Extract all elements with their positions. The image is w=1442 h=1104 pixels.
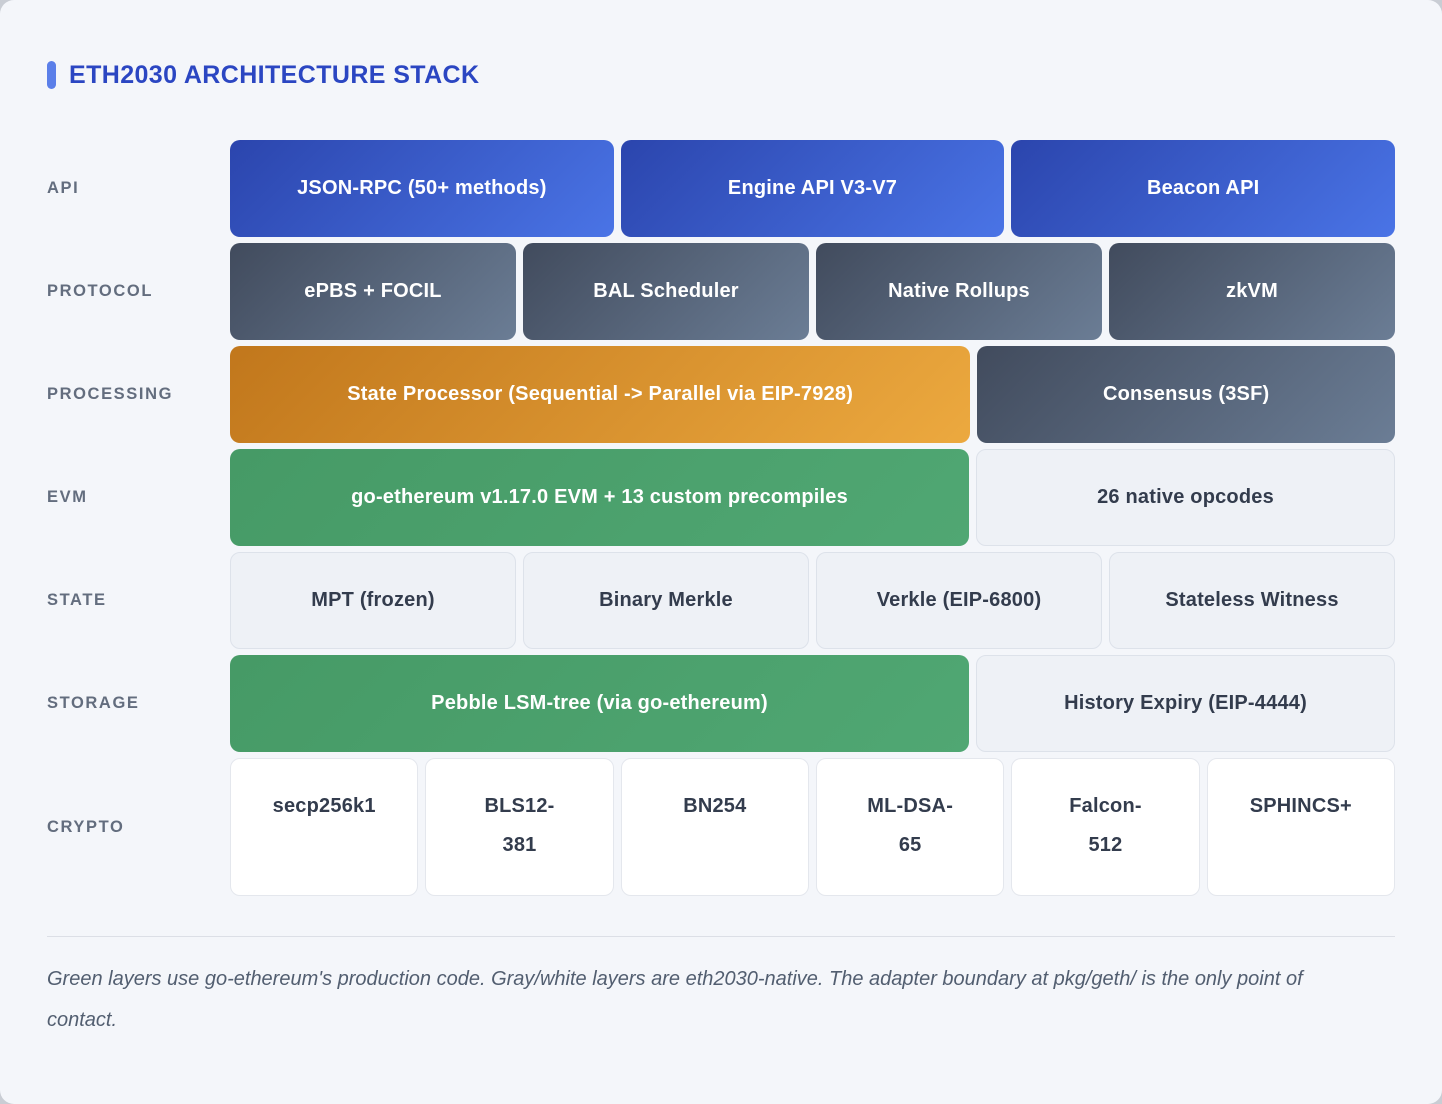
- row-label-processing: PROCESSING: [47, 385, 174, 403]
- stack-box: Falcon-512: [1011, 758, 1200, 896]
- stack-box: Engine API V3-V7: [620, 140, 1005, 237]
- stack-box: Beacon API: [1011, 140, 1396, 237]
- row-label-api: API: [47, 179, 80, 197]
- row-boxes: secp256k1 BLS12-381 BN254 ML-DSA-65 Falcon-5…: [230, 758, 1395, 896]
- stack-box-label: BAL Scheduler: [593, 280, 739, 302]
- row-boxes: JSON-RPC (50+ methods) Engine API V3-V7 Be…: [230, 140, 1396, 237]
- row-boxes: State Processor (Sequential -> Parallel …: [230, 346, 1395, 443]
- stack-box: BLS12-381: [425, 758, 614, 896]
- stack-box: Native Rollups: [816, 243, 1102, 340]
- stack-box-label: zkVM: [1226, 280, 1278, 302]
- footer-divider: [47, 936, 1395, 937]
- stack-box: Consensus (3SF): [977, 346, 1395, 443]
- stack-box-label: Stateless Witness: [1165, 589, 1339, 611]
- stack-box-label: JSON-RPC (50+ methods): [297, 177, 547, 199]
- row-boxes: go-ethereum v1.17.0 EVM + 13 custom prec…: [230, 449, 1395, 546]
- stack-box-label: ePBS + FOCIL: [304, 280, 442, 302]
- stack-box-label: History Expiry (EIP-4444): [1064, 692, 1307, 714]
- stack-row-evm: EVM go-ethereum v1.17.0 EVM + 13 custom p…: [47, 449, 1395, 546]
- stack-box: ePBS + FOCIL: [230, 243, 516, 340]
- stack-box: State Processor (Sequential -> Parallel …: [230, 346, 971, 443]
- stack-box-label: MPT (frozen): [311, 589, 435, 611]
- stack-box-label: Consensus (3SF): [1102, 383, 1270, 405]
- stack-box-label: Beacon API: [1146, 177, 1260, 199]
- stack-box: SPHINCS+: [1206, 758, 1395, 896]
- stack-box: ML-DSA-65: [815, 758, 1005, 896]
- stack-box-label: Engine API V3-V7: [727, 177, 898, 199]
- stack-box-label: Pebble LSM-tree (via go-ethereum): [431, 692, 768, 714]
- stack-box-label: go-ethereum v1.17.0 EVM + 13 custom prec…: [351, 486, 848, 508]
- stack-row-protocol: PROTOCOL ePBS + FOCIL BAL Scheduler Native …: [47, 243, 1395, 340]
- stack-box: Binary Merkle: [523, 552, 809, 649]
- stack-box: History Expiry (EIP-4444): [976, 655, 1395, 752]
- row-label-crypto: CRYPTO: [47, 817, 125, 836]
- row-boxes: ePBS + FOCIL BAL Scheduler Native Rollups z…: [230, 243, 1395, 340]
- page-title: ETH2030 ARCHITECTURE STACK: [69, 60, 480, 89]
- page-header: ETH2030 ARCHITECTURE STACK: [47, 60, 1395, 90]
- stack-box: Pebble LSM-tree (via go-ethereum): [230, 655, 970, 752]
- stack-box: secp256k1: [230, 758, 419, 896]
- stack-box-label: BN254: [683, 795, 747, 817]
- stack-box-label: secp256k1: [272, 795, 376, 817]
- stack-box: Stateless Witness: [1109, 552, 1395, 649]
- stack-box-label: 26 native opcodes: [1097, 486, 1274, 508]
- stack-box: Verkle (EIP-6800): [816, 552, 1102, 649]
- stack-box-label: ML-DSA-65: [867, 795, 954, 856]
- stack-box-label: Falcon-512: [1069, 795, 1142, 856]
- row-label-protocol: PROTOCOL: [47, 282, 153, 300]
- stack-box: 26 native opcodes: [976, 449, 1395, 546]
- row-boxes: MPT (frozen) Binary Merkle Verkle (EIP-680…: [230, 552, 1395, 649]
- row-label-state: STATE: [47, 591, 107, 609]
- footnote-text: Green layers use go-ethereum's productio…: [47, 968, 1303, 1031]
- stack-box-label: Binary Merkle: [599, 589, 733, 611]
- stack-box: JSON-RPC (50+ methods): [230, 140, 614, 237]
- row-label-storage: STORAGE: [47, 694, 140, 712]
- stack-box: BN254: [620, 758, 809, 896]
- stack-row-crypto: CRYPTO secp256k1 BLS12-381 BN254 ML-DSA-65 Fa…: [47, 758, 1395, 896]
- stack-row-processing: PROCESSING State Processor (Sequential ->…: [47, 346, 1395, 443]
- stack-box: MPT (frozen): [230, 552, 516, 649]
- title-accent-bar: [47, 61, 56, 89]
- stack-row-api: API JSON-RPC (50+ methods) Engine API V3-V…: [47, 140, 1396, 237]
- stack-box-label: State Processor (Sequential -> Parallel …: [347, 383, 854, 405]
- stack-box-label: Verkle (EIP-6800): [876, 589, 1042, 611]
- row-boxes: Pebble LSM-tree (via go-ethereum) History…: [230, 655, 1395, 752]
- architecture-stack: API JSON-RPC (50+ methods) Engine API V3-V…: [47, 140, 1396, 896]
- stack-box: go-ethereum v1.17.0 EVM + 13 custom prec…: [230, 449, 970, 546]
- stack-box: BAL Scheduler: [523, 243, 809, 340]
- stack-box-label: SPHINCS+: [1249, 795, 1352, 817]
- stack-row-state: STATE MPT (frozen) Binary Merkle Verkle (EI…: [47, 552, 1395, 649]
- stack-box-label: BLS12-381: [484, 795, 555, 856]
- stack-box-label: Native Rollups: [888, 280, 1030, 302]
- stack-row-storage: STORAGE Pebble LSM-tree (via go-ethereum)…: [47, 655, 1395, 752]
- row-label-evm: EVM: [47, 488, 88, 506]
- stack-box: zkVM: [1109, 243, 1395, 340]
